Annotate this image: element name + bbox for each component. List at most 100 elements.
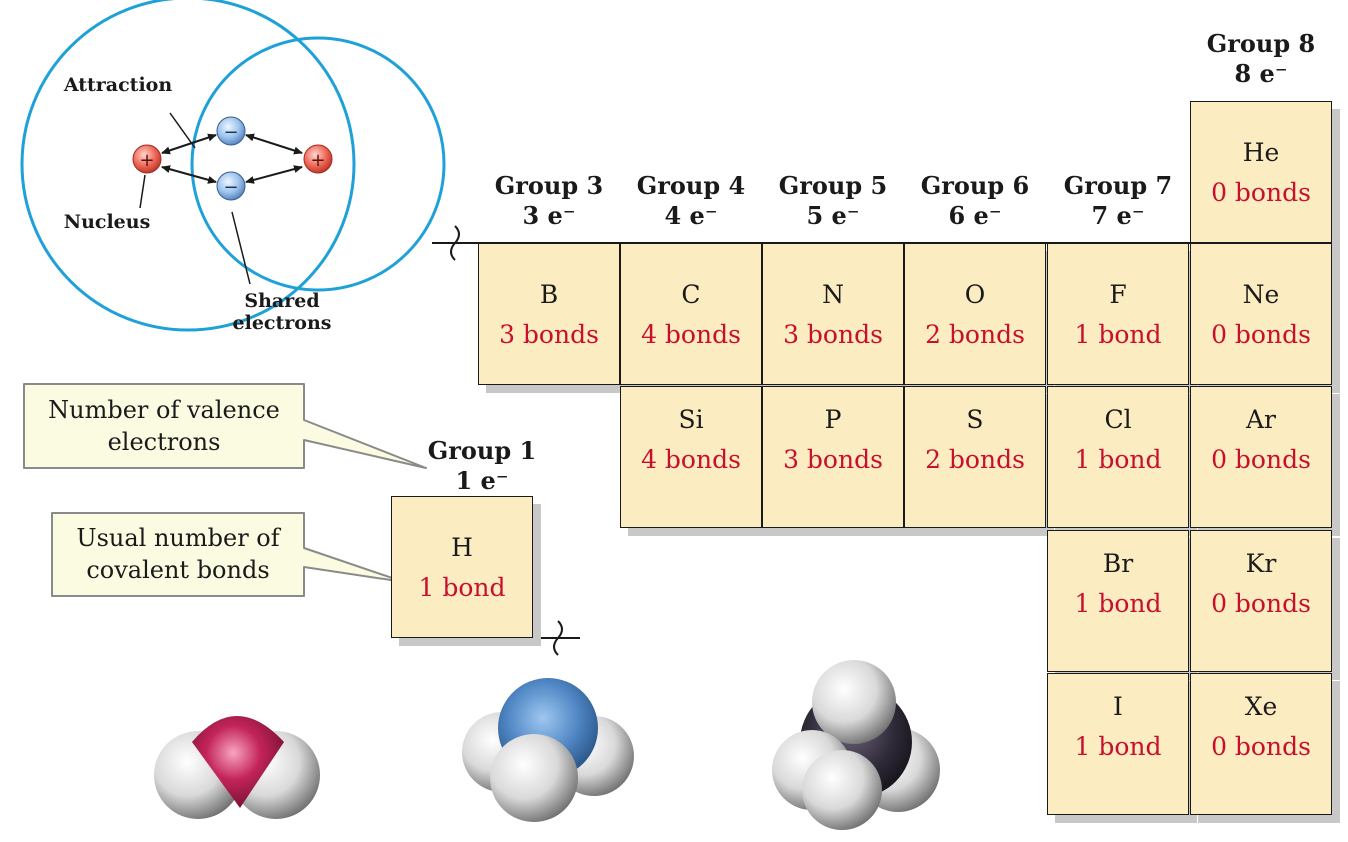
group-4-header: Group 4 4 e⁻: [620, 171, 762, 231]
electron-bottom-sign: −: [223, 177, 238, 198]
element-bonds: 0 bonds: [1211, 320, 1311, 349]
shared-leader: [231, 211, 251, 285]
element-symbol: Ne: [1242, 280, 1280, 309]
group-8-electrons: 8 e⁻: [1234, 59, 1288, 88]
element-cell-s: S 2 bonds: [904, 386, 1046, 528]
group-1-name: Group 1: [427, 436, 537, 465]
methane-molecule-model: [772, 660, 940, 830]
nucleus-right-sign: +: [310, 150, 325, 171]
element-cell-ne: Ne 0 bonds: [1190, 243, 1332, 385]
element-symbol: C: [681, 280, 701, 309]
group-3-header: Group 3 3 e⁻: [478, 171, 620, 231]
group-7-header: Group 7 7 e⁻: [1047, 171, 1189, 231]
group-4-electrons: 4 e⁻: [664, 201, 718, 230]
nucleus-label: Nucleus: [63, 211, 151, 233]
element-cell-kr: Kr 0 bonds: [1190, 530, 1332, 672]
group-4-name: Group 4: [636, 171, 746, 200]
element-cell-si: Si 4 bonds: [620, 386, 762, 528]
callout-bonds-bubble: [51, 512, 405, 597]
element-bonds: 0 bonds: [1211, 178, 1311, 207]
element-symbol: H: [451, 533, 473, 562]
element-bonds: 0 bonds: [1211, 589, 1311, 618]
element-cell-c: C 4 bonds: [620, 243, 762, 385]
group-1-electrons: 1 e⁻: [455, 466, 509, 495]
element-symbol: He: [1242, 138, 1280, 167]
element-cell-br: Br 1 bond: [1047, 530, 1189, 672]
element-bonds: 2 bonds: [925, 320, 1025, 349]
attraction-label: Attraction: [63, 74, 173, 96]
group-3-electrons: 3 e⁻: [522, 201, 576, 230]
nucleus-leader: [139, 174, 146, 209]
element-cell-b: B 3 bonds: [478, 243, 620, 385]
group-8-name: Group 8: [1206, 29, 1316, 58]
ammonia-molecule-model: [462, 678, 634, 822]
group-5-name: Group 5: [778, 171, 888, 200]
electron-top-sign: −: [223, 122, 238, 143]
electron-bottom: [216, 171, 246, 201]
callout-valence-text: Number of valence electrons: [24, 394, 304, 458]
water-molecule-model: [154, 716, 320, 819]
element-symbol: N: [822, 280, 844, 309]
element-bonds: 0 bonds: [1211, 732, 1311, 761]
group-6-header: Group 6 6 e⁻: [904, 171, 1046, 231]
element-bonds: 4 bonds: [641, 445, 741, 474]
element-bonds: 3 bonds: [499, 320, 599, 349]
element-cell-he: He 0 bonds: [1190, 101, 1332, 243]
group-7-name: Group 7: [1063, 171, 1173, 200]
element-bonds: 3 bonds: [783, 320, 883, 349]
element-bonds: 3 bonds: [783, 445, 883, 474]
electron-top: [216, 116, 246, 146]
group-7-electrons: 7 e⁻: [1091, 201, 1145, 230]
element-cell-ar: Ar 0 bonds: [1190, 386, 1332, 528]
element-bonds: 1 bond: [1074, 589, 1162, 618]
element-cell-cl: Cl 1 bond: [1047, 386, 1189, 528]
element-symbol: Ar: [1245, 405, 1276, 434]
element-symbol: Si: [678, 405, 704, 434]
group-3-name: Group 3: [494, 171, 604, 200]
element-bonds: 1 bond: [1074, 732, 1162, 761]
element-symbol: B: [539, 280, 559, 309]
group-5-header: Group 5 5 e⁻: [762, 171, 904, 231]
element-cell-h: H 1 bond: [391, 496, 533, 638]
element-symbol: P: [824, 405, 842, 434]
callout-valence-line1: Number of valence: [48, 396, 280, 424]
nucleus-right: [303, 144, 333, 174]
group-6-name: Group 6: [920, 171, 1030, 200]
group-1-header: Group 1 1 e⁻: [411, 436, 553, 496]
element-bonds: 0 bonds: [1211, 445, 1311, 474]
group-6-electrons: 6 e⁻: [948, 201, 1002, 230]
shared-label-line1: Shared: [244, 290, 320, 312]
group-8-header: Group 8 8 e⁻: [1190, 29, 1332, 89]
element-cell-f: F 1 bond: [1047, 243, 1189, 385]
element-symbol: Xe: [1244, 692, 1278, 721]
callout-valence-line2: electrons: [107, 428, 221, 456]
element-symbol: O: [964, 280, 986, 309]
shared-label-line2: electrons: [232, 312, 332, 334]
element-cell-p: P 3 bonds: [762, 386, 904, 528]
element-symbol: Br: [1102, 549, 1134, 578]
element-symbol: F: [1109, 280, 1127, 309]
element-cell-i: I 1 bond: [1047, 673, 1189, 815]
atom-circle-right: [190, 36, 446, 292]
atom-circle-left: [20, 0, 356, 332]
attraction-leader: [169, 112, 196, 149]
nucleus-left: [132, 144, 162, 174]
element-symbol: I: [1113, 692, 1123, 721]
element-cell-o: O 2 bonds: [904, 243, 1046, 385]
group-5-electrons: 5 e⁻: [806, 201, 860, 230]
attraction-arrows: [161, 133, 303, 184]
element-symbol: S: [966, 405, 984, 434]
callout-valence-bubble: [23, 383, 427, 469]
nucleus-left-sign: +: [139, 150, 154, 171]
break-squiggle-bottom: [553, 620, 563, 656]
element-bonds: 1 bond: [418, 573, 506, 602]
element-bonds: 2 bonds: [925, 445, 1025, 474]
callout-bonds-line1: Usual number of: [76, 524, 280, 552]
element-symbol: Cl: [1104, 405, 1132, 434]
element-symbol: Kr: [1245, 549, 1277, 578]
shared-electrons-label: Shared electrons: [222, 290, 342, 334]
callout-bonds-text: Usual number of covalent bonds: [52, 522, 304, 586]
element-bonds: 1 bond: [1074, 445, 1162, 474]
